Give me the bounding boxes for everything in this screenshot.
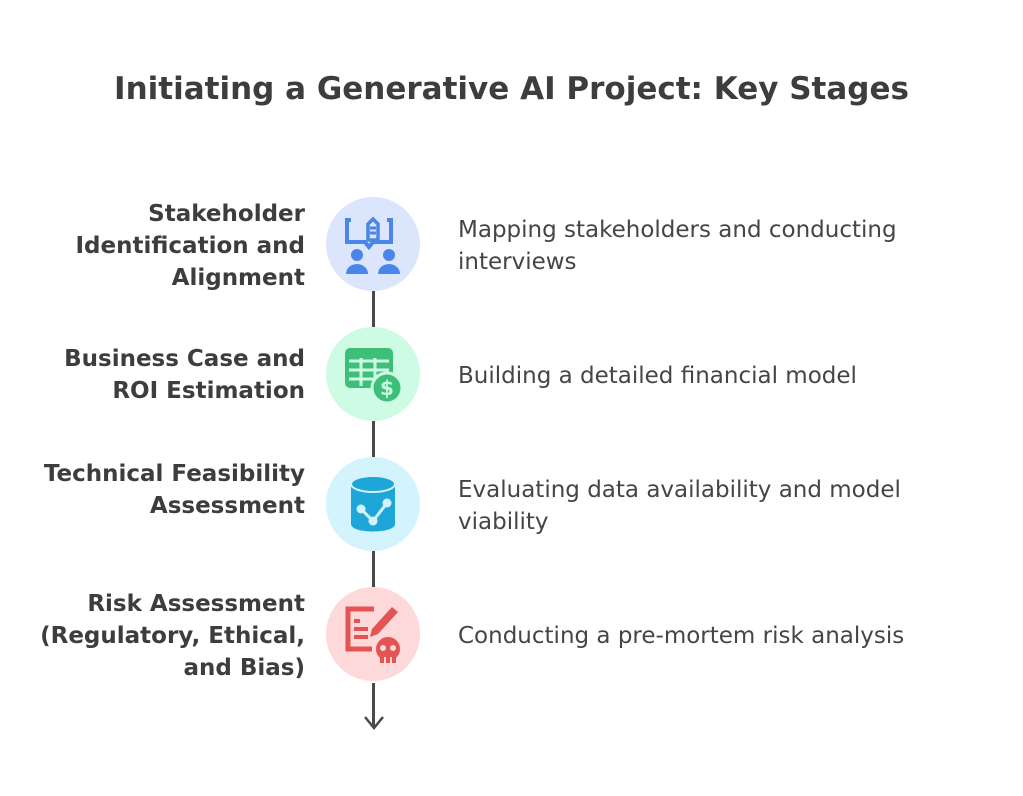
diagram-title: Initiating a Generative AI Project: Key … [114, 71, 909, 107]
stakeholders-icon [345, 216, 400, 274]
stage-description: Mapping stakeholders and conducting inte… [458, 217, 897, 275]
stage-label: Business Case and ROI Estimation [64, 346, 305, 404]
stage-icon-circle [326, 457, 420, 551]
stage-icon-circle [326, 197, 420, 291]
database-network-icon [350, 475, 396, 532]
stage-icon-circle: $ [326, 327, 420, 421]
connector-line [372, 683, 375, 727]
document-skull-icon [345, 606, 400, 663]
stage-label: Stakeholder Identification and Alignment [75, 201, 306, 291]
connector-line [372, 551, 375, 587]
stage-icon-circle [326, 587, 420, 681]
svg-text:$: $ [380, 376, 394, 400]
stage-label: Technical Feasibility Assessment [43, 461, 305, 519]
arrow-down-icon [364, 716, 384, 730]
stage-description: Conducting a pre-mortem risk analysis [458, 623, 905, 649]
spreadsheet-dollar-icon: $ [345, 348, 403, 404]
stage-label: Risk Assessment (Regulatory, Ethical, an… [40, 591, 305, 681]
stage-description: Building a detailed financial model [458, 363, 857, 389]
connector-line [372, 421, 375, 457]
connector-line [372, 291, 375, 327]
stage-description: Evaluating data availability and model v… [458, 477, 901, 535]
